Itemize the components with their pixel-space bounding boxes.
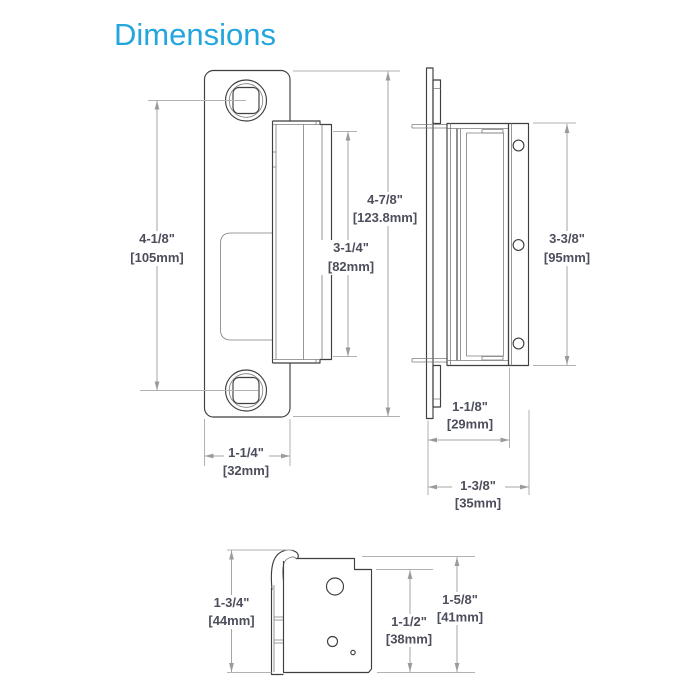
label-mask — [321, 240, 381, 275]
label-mask — [452, 479, 505, 491]
lip-stub-top — [411, 124, 447, 129]
strike-lip — [270, 549, 299, 591]
latch-cavity — [220, 232, 273, 341]
dim-front-hole-spacing: 4-1/8" [105mm] — [127, 100, 258, 391]
body-outline — [446, 122, 510, 367]
bracket-hole-middle — [512, 239, 525, 251]
bottom-view: 1-3/4" [44mm] 1-1/2" [38mm] 1-5/8" [41mm… — [202, 549, 489, 676]
side-view: 3-3/8" [95mm] 1-1/8" [29mm] 1-3/8" [35mm… — [411, 67, 597, 511]
dim-bottom-notch-height-mm: [41mm] — [437, 610, 483, 625]
dim-bottom-overall-height-inches: 1-3/4" — [214, 595, 250, 610]
strip-outer — [270, 588, 284, 676]
dim-front-faceplate-width-mm: [32mm] — [223, 463, 269, 478]
dim-bottom-body-height-inches: 1-1/2" — [391, 614, 427, 629]
bracket-hole-bottom — [512, 337, 525, 350]
dim-front-overall-height-mm: [123.8mm] — [353, 210, 417, 225]
dim-bottom-notch-height-inches: 1-5/8" — [442, 592, 478, 607]
lip-inner-curve — [282, 556, 297, 583]
dim-side-body-height-inches: 3-3/8" — [549, 231, 585, 246]
dim-bottom-body-height-mm: [38mm] — [386, 632, 432, 647]
body-inner-top-bottom — [447, 128, 509, 361]
dim-front-keeper-height-inches: 3-1/4" — [333, 240, 369, 255]
mounting-bracket — [507, 122, 530, 367]
label-mask — [431, 592, 489, 625]
front-view: 4-1/8" [105mm] 4-7/8" [123.8mm] 3-1/4" [… — [127, 69, 419, 478]
label-mask — [202, 595, 261, 629]
dim-side-overall-depth-mm: [35mm] — [455, 496, 501, 511]
dim-bottom-overall-height: 1-3/4" [44mm] — [202, 549, 293, 673]
cavity-top-tab — [481, 129, 504, 134]
bracket-hole-top — [512, 139, 525, 152]
keeper-edge-ticks — [273, 151, 276, 168]
body-hole-small — [326, 635, 339, 648]
dim-front-faceplate-width: 1-1/4" [32mm] — [204, 419, 291, 478]
dim-front-overall-height-inches: 4-7/8" — [367, 192, 403, 207]
body-hole-large — [325, 577, 345, 596]
dim-side-body-height-mm: [95mm] — [544, 250, 590, 265]
dim-front-keeper-height: 3-1/4" [82mm] — [321, 131, 381, 357]
faceplate-strip — [270, 585, 284, 676]
dim-front-keeper-height-mm: [82mm] — [328, 259, 374, 274]
bottom-tab — [432, 364, 442, 408]
strip-ticks — [274, 616, 284, 644]
dim-front-hole-spacing-mm: [105mm] — [130, 250, 183, 265]
cavity-bottom-tab — [481, 356, 504, 361]
label-mask — [224, 445, 269, 458]
dim-bottom-notch-height: 1-5/8" [41mm] — [362, 556, 489, 672]
tab-ticks — [433, 88, 441, 400]
top-tab — [432, 79, 442, 125]
dim-side-overall-depth: 1-3/8" [35mm] — [428, 410, 530, 511]
dim-side-depth-to-bracket-mm: [29mm] — [447, 417, 493, 432]
dim-front-hole-spacing-inches: 4-1/8" — [139, 231, 175, 246]
body-hole-tiny — [350, 649, 356, 656]
dim-side-body-height: 3-3/8" [95mm] — [533, 122, 597, 366]
dim-side-depth-to-bracket: 1-1/8" [29mm] — [427, 367, 510, 495]
label-mask — [380, 614, 438, 647]
body-profile — [282, 557, 373, 674]
label-mask — [127, 231, 187, 266]
label-mask — [351, 192, 419, 226]
lip-stub-bottom — [411, 358, 447, 363]
dim-bottom-body-height: 1-1/2" [38mm] — [376, 569, 475, 673]
body-cavity — [466, 132, 504, 357]
dim-bottom-overall-height-mm: [44mm] — [208, 613, 254, 628]
dim-side-depth-to-bracket-inches: 1-1/8" — [452, 399, 488, 414]
label-mask — [537, 231, 597, 266]
faceplate-edge — [425, 67, 434, 420]
dim-front-overall-height: 4-7/8" [123.8mm] — [293, 70, 419, 417]
dim-front-faceplate-width-inches: 1-1/4" — [228, 445, 264, 460]
page-title: Dimensions — [114, 17, 276, 52]
strike-body — [446, 122, 510, 367]
lip-outer-curve — [270, 549, 299, 591]
dim-side-overall-depth-inches: 1-3/8" — [460, 478, 496, 493]
bracket-outline — [507, 122, 530, 367]
